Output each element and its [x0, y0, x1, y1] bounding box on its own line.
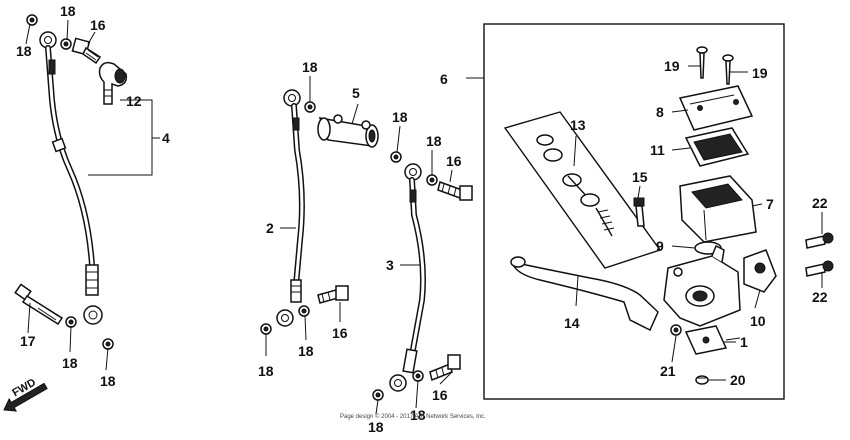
piston-kit-13: [536, 134, 615, 237]
callout-20: 20: [730, 372, 746, 388]
screw-19: [722, 54, 734, 85]
callout-18: 18: [60, 3, 76, 19]
callout-22: 22: [812, 195, 828, 211]
screw-20: [695, 375, 709, 385]
reservoir-cap-8: [678, 85, 754, 131]
brake-hose-4: [45, 45, 95, 268]
callout-1: 1: [740, 334, 748, 350]
bolt-16: [317, 285, 349, 304]
callout-12: 12: [126, 93, 142, 109]
screw-19: [696, 46, 708, 79]
bolt-22: [805, 232, 834, 249]
callout-18: 18: [258, 363, 274, 379]
callout-22: 22: [812, 289, 828, 305]
hose-assembly-middle: [260, 89, 473, 401]
copyright-text: Page design © 2004 - 2017 ARI Network Se…: [340, 413, 486, 420]
callout-16: 16: [446, 153, 462, 169]
callout-18: 18: [410, 407, 426, 423]
callout-16: 16: [90, 17, 106, 33]
callout-9: 9: [656, 238, 664, 254]
callout-19: 19: [752, 65, 768, 81]
bolt-16: [71, 37, 102, 65]
callout-18: 18: [368, 419, 384, 435]
banjo-fitting: [83, 305, 103, 325]
callout-3: 3: [386, 257, 394, 273]
callout-14: 14: [564, 315, 580, 331]
callout-19: 19: [664, 58, 680, 74]
hose-assembly-left: [14, 14, 160, 350]
bolt-16: [429, 354, 461, 382]
callout-4: 4: [162, 130, 170, 146]
callout-16: 16: [332, 325, 348, 341]
leader-lines: [25, 19, 823, 415]
callout-18: 18: [100, 373, 116, 389]
callout-18: 18: [62, 355, 78, 371]
callout-8: 8: [656, 104, 664, 120]
callout-7: 7: [766, 196, 774, 212]
callout-13: 13: [570, 117, 586, 133]
callout-18: 18: [298, 343, 314, 359]
callout-15: 15: [632, 169, 648, 185]
master-cylinder-assembly: [466, 23, 785, 400]
callout-6: 6: [440, 71, 448, 87]
bolt-22: [805, 260, 834, 277]
callout-18: 18: [392, 109, 408, 125]
fwd-arrow-icon: FWD: [3, 376, 48, 412]
hose-fitting-12: [98, 61, 128, 105]
callout-5: 5: [352, 85, 360, 101]
callout-21: 21: [660, 363, 676, 379]
assembly-box-6: [483, 23, 785, 400]
banjo-fitting: [276, 309, 294, 327]
piston-kit-box-13: [503, 111, 662, 269]
callout-labels: 18 18 16 12 4 17 18 18 18 5 18 18 16 2 3…: [16, 3, 828, 435]
bolt-17: [14, 283, 64, 326]
callout-10: 10: [750, 313, 766, 329]
callout-18: 18: [302, 59, 318, 75]
callout-11: 11: [650, 142, 665, 158]
callout-17: 17: [20, 333, 36, 349]
callout-16: 16: [432, 387, 448, 403]
bolt-16: [437, 181, 473, 201]
banjo-fitting: [389, 374, 407, 392]
callout-18: 18: [16, 43, 32, 59]
callout-2: 2: [266, 220, 274, 236]
brake-lever-14: [510, 261, 659, 332]
banjo-fitting: [283, 89, 301, 107]
callout-18: 18: [426, 133, 442, 149]
pivot-bolt-15: [633, 197, 645, 227]
hose-joint-5: [317, 114, 379, 148]
